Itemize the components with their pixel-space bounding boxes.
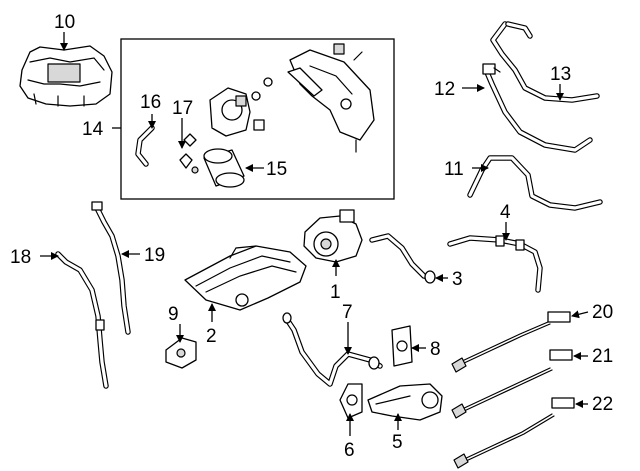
callout-3: 3	[452, 269, 463, 290]
callout-12: 12	[434, 79, 455, 100]
callout-15: 15	[266, 159, 287, 180]
callout-11: 11	[444, 159, 464, 180]
callout-9: 9	[168, 304, 179, 325]
callout-16: 16	[140, 92, 161, 113]
callout-19: 19	[144, 245, 165, 266]
part-17-clip[interactable]	[179, 133, 199, 174]
callout-21: 21	[592, 346, 613, 367]
callout-17: 17	[172, 98, 193, 119]
callout-13: 13	[550, 64, 571, 85]
part-20-sensor[interactable]	[451, 311, 571, 373]
part-8-gasket[interactable]	[391, 325, 413, 367]
part-6-gasket[interactable]	[339, 383, 363, 419]
part-11-hose[interactable]	[467, 155, 603, 211]
callout-2: 2	[206, 326, 217, 347]
part-7-pipe[interactable]	[282, 312, 383, 387]
part-13-hose[interactable]	[490, 21, 600, 103]
part-3-hose[interactable]	[369, 233, 436, 284]
callout-22: 22	[592, 394, 613, 415]
part-5-valve[interactable]	[367, 383, 443, 421]
callout-18: 18	[10, 247, 31, 268]
part-10-cover[interactable]	[19, 45, 113, 107]
part-2-shield[interactable]	[184, 245, 307, 311]
callout-1: 1	[330, 282, 341, 303]
part-21-sensor[interactable]	[451, 349, 573, 419]
part-22-sensor[interactable]	[453, 397, 575, 469]
callout-14: 14	[82, 119, 104, 140]
part-18-hose[interactable]	[55, 251, 109, 389]
part-12-hose[interactable]	[482, 63, 593, 153]
part-16-hose[interactable]	[135, 125, 155, 167]
part-19-hose[interactable]	[91, 201, 131, 335]
part-4-hose[interactable]	[447, 235, 543, 293]
callout-4: 4	[500, 202, 511, 223]
inset-bracket[interactable]	[287, 43, 375, 153]
callout-10: 10	[54, 12, 75, 33]
part-1-pump[interactable]	[303, 209, 363, 263]
callout-6: 6	[344, 440, 355, 461]
callout-7: 7	[342, 302, 353, 323]
callout-8: 8	[430, 339, 441, 360]
assembly-14-box	[120, 38, 395, 200]
callout-5: 5	[392, 432, 403, 453]
part-9-bracket[interactable]	[165, 337, 197, 369]
inset-valve-assembly[interactable]	[209, 77, 273, 137]
part-15-filter[interactable]	[203, 148, 245, 188]
callout-20: 20	[592, 302, 613, 323]
